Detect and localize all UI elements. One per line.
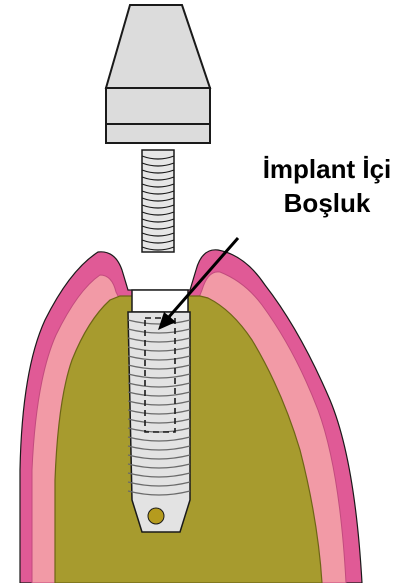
abutment-collar bbox=[106, 88, 210, 143]
abutment-screw-icon bbox=[142, 150, 174, 252]
implant-body bbox=[128, 312, 190, 532]
callout-label: İmplant İçi Boşluk bbox=[252, 152, 402, 220]
dental-implant-icon bbox=[128, 290, 190, 532]
implant-collar bbox=[132, 290, 188, 312]
callout-label-line-2: Boşluk bbox=[252, 186, 402, 220]
implant-apex-hole bbox=[148, 508, 164, 524]
abutment-top bbox=[106, 5, 210, 88]
callout-label-line-1: İmplant İçi bbox=[252, 152, 402, 186]
abutment-cap-icon bbox=[106, 5, 210, 143]
